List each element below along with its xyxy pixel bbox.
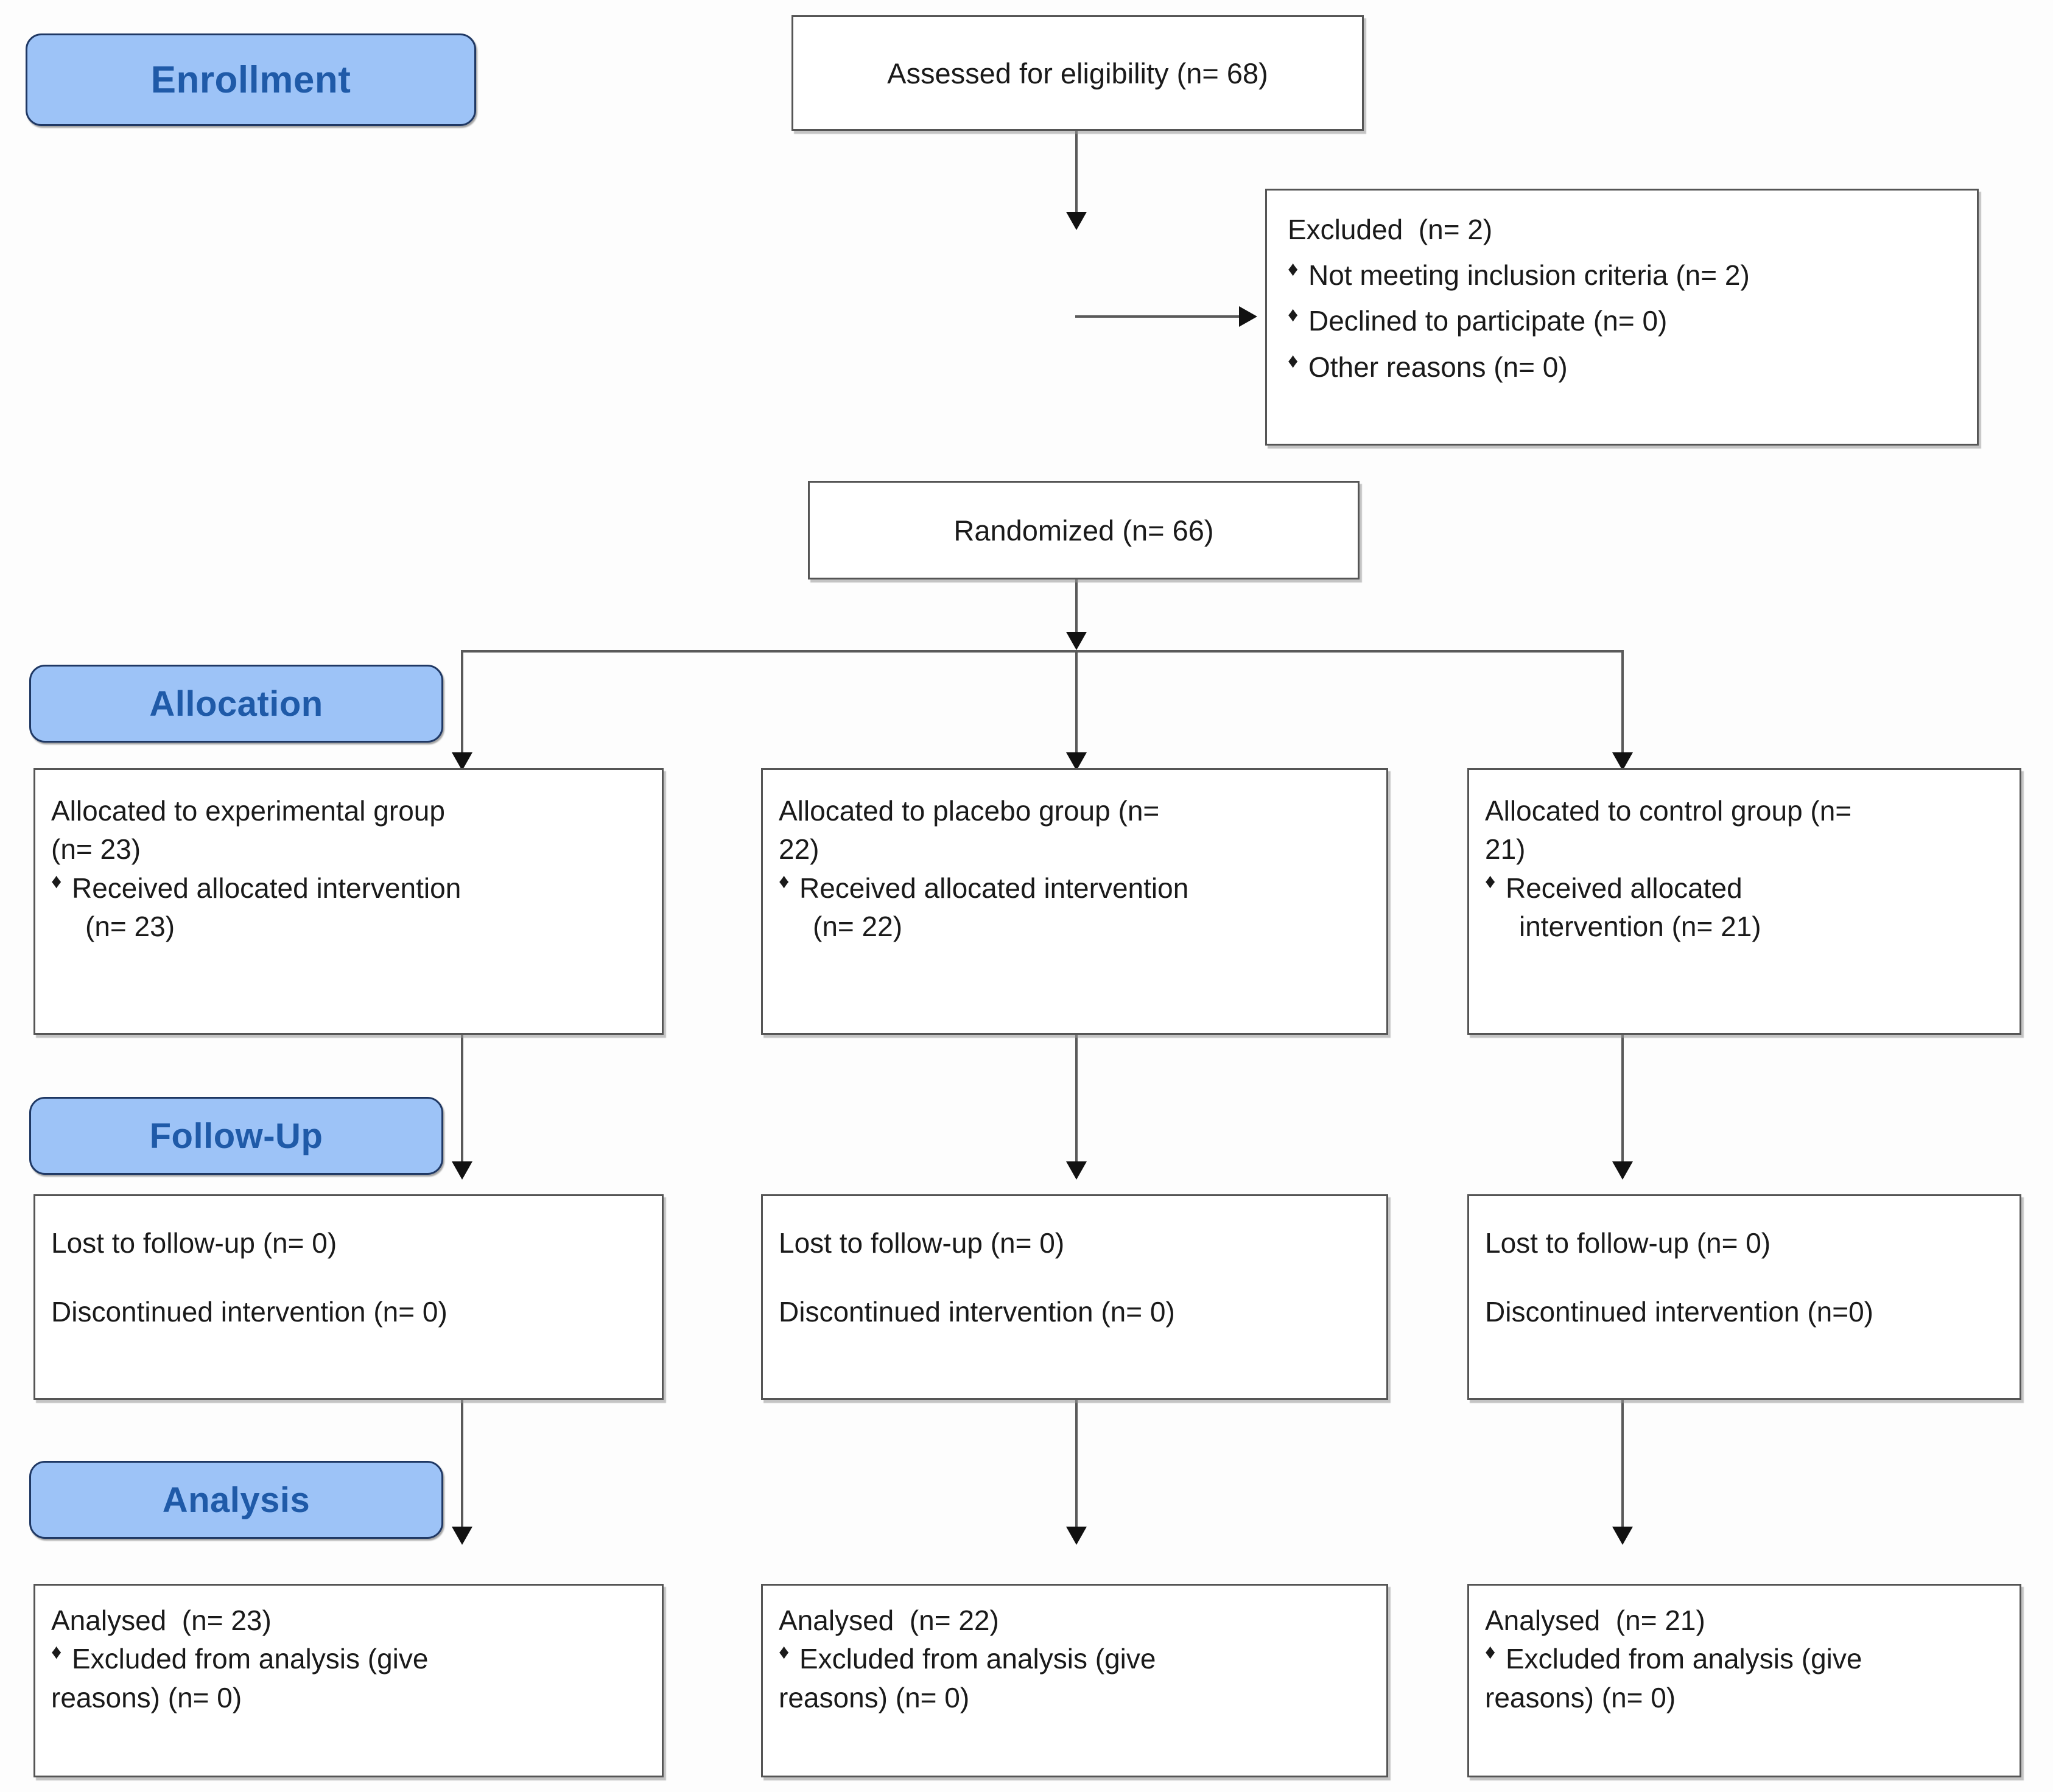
stage-badge-followup: Follow-Up xyxy=(29,1097,443,1175)
connector-randomized-to-split xyxy=(1075,578,1078,634)
diamond-bullet-icon: ♦ xyxy=(1485,1640,1496,1664)
box-allocation-experimental: Allocated to experimental group (n= 23) … xyxy=(33,768,664,1035)
box-assessed-for-eligibility: Assessed for eligibility (n= 68) xyxy=(791,15,1364,131)
connector-control-allocation-to-followup xyxy=(1621,1035,1624,1164)
analysis-experimental-bullet-cont: reasons) (n= 0) xyxy=(51,1681,242,1713)
stage-badge-enrollment-label: Enrollment xyxy=(150,58,351,101)
allocation-placebo-line-1: Allocated to placebo group (n= xyxy=(779,795,1160,827)
arrow-experimental-allocation-to-followup xyxy=(452,1161,472,1180)
connector-experimental-followup-to-analysis xyxy=(461,1400,463,1529)
allocation-experimental-line-2: (n= 23) xyxy=(51,833,141,866)
box-excluded: Excluded (n= 2) ♦ Not meeting inclusion … xyxy=(1265,189,1979,446)
analysis-experimental-analysed: Analysed (n= 23) xyxy=(51,1605,272,1636)
allocation-control-bullet-cont: intervention (n= 21) xyxy=(1519,911,1761,943)
arrow-assessed-to-randomized xyxy=(1066,212,1087,230)
box-followup-control: Lost to follow-up (n= 0) Discontinued in… xyxy=(1467,1194,2021,1400)
allocation-placebo-line-2: 22) xyxy=(779,833,819,866)
analysis-experimental-bullet: ♦ Excluded from analysis (give xyxy=(51,1640,646,1678)
diamond-bullet-icon: ♦ xyxy=(1288,257,1299,281)
followup-control-lost: Lost to follow-up (n= 0) xyxy=(1485,1227,1771,1259)
analysis-placebo-bullet-cont: reasons) (n= 0) xyxy=(779,1681,970,1713)
diamond-bullet-icon: ♦ xyxy=(1485,869,1496,893)
allocation-experimental-bullet-cont: (n= 23) xyxy=(85,911,175,943)
diamond-bullet-icon: ♦ xyxy=(779,1640,790,1664)
analysis-control-bullet: ♦ Excluded from analysis (give xyxy=(1485,1640,2004,1678)
allocation-experimental-line-1: Allocated to experimental group xyxy=(51,795,445,827)
box-allocation-control: Allocated to control group (n= 21) ♦ Rec… xyxy=(1467,768,2021,1035)
connector-split-to-placebo xyxy=(1075,650,1078,755)
connector-split-to-experimental xyxy=(461,650,463,755)
connector-control-followup-to-analysis xyxy=(1621,1400,1624,1529)
allocation-placebo-bullet: ♦ Received allocated intervention xyxy=(779,869,1370,908)
connector-trunk-to-excluded xyxy=(1075,315,1241,318)
followup-placebo-lost: Lost to follow-up (n= 0) xyxy=(779,1227,1065,1259)
connector-experimental-allocation-to-followup xyxy=(461,1035,463,1164)
allocation-control-line-2: 21) xyxy=(1485,833,1526,866)
allocation-placebo-bullet-label: Received allocated intervention xyxy=(799,872,1189,904)
split-bar-allocation xyxy=(461,650,1624,653)
arrow-control-allocation-to-followup xyxy=(1612,1161,1633,1180)
excluded-item-2: ♦ Declined to participate (n= 0) xyxy=(1288,303,1956,340)
arrow-experimental-followup-to-analysis xyxy=(452,1527,472,1545)
arrow-randomized-down xyxy=(1066,632,1087,650)
box-analysis-placebo: Analysed (n= 22) ♦ Excluded from analysi… xyxy=(761,1584,1388,1777)
box-followup-experimental: Lost to follow-up (n= 0) Discontinued in… xyxy=(33,1194,664,1400)
stage-badge-analysis: Analysis xyxy=(29,1461,443,1539)
arrow-control-followup-to-analysis xyxy=(1612,1527,1633,1545)
diamond-bullet-icon: ♦ xyxy=(51,1640,62,1664)
analysis-placebo-bullet: ♦ Excluded from analysis (give xyxy=(779,1640,1370,1678)
excluded-item-2-label: Declined to participate (n= 0) xyxy=(1308,305,1668,337)
excluded-title: Excluded (n= 2) xyxy=(1288,214,1493,245)
diamond-bullet-icon: ♦ xyxy=(1288,349,1299,373)
stage-badge-allocation: Allocation xyxy=(29,665,443,743)
allocation-control-bullet-label: Received allocated xyxy=(1506,872,1742,904)
diamond-bullet-icon: ♦ xyxy=(779,869,790,893)
box-analysis-control: Analysed (n= 21) ♦ Excluded from analysi… xyxy=(1467,1584,2021,1777)
arrow-placebo-allocation-to-followup xyxy=(1066,1161,1087,1180)
followup-control-discontinued: Discontinued intervention (n=0) xyxy=(1485,1296,1873,1328)
excluded-item-1-label: Not meeting inclusion criteria (n= 2) xyxy=(1308,259,1750,292)
analysis-experimental-bullet-label: Excluded from analysis (give xyxy=(72,1643,429,1675)
allocation-control-bullet: ♦ Received allocated xyxy=(1485,869,2004,908)
box-randomized: Randomized (n= 66) xyxy=(808,481,1360,579)
box-followup-placebo: Lost to follow-up (n= 0) Discontinued in… xyxy=(761,1194,1388,1400)
box-allocation-placebo: Allocated to placebo group (n= 22) ♦ Rec… xyxy=(761,768,1388,1035)
arrow-trunk-to-excluded xyxy=(1239,306,1257,327)
arrow-split-to-placebo xyxy=(1066,752,1087,771)
stage-badge-enrollment: Enrollment xyxy=(26,33,476,126)
diamond-bullet-icon: ♦ xyxy=(51,869,62,893)
connector-placebo-allocation-to-followup xyxy=(1075,1035,1078,1164)
analysis-control-bullet-label: Excluded from analysis (give xyxy=(1506,1643,1862,1675)
allocation-experimental-bullet: ♦ Received allocated intervention xyxy=(51,869,646,908)
connector-split-to-control xyxy=(1621,650,1624,755)
stage-badge-analysis-label: Analysis xyxy=(162,1480,311,1520)
followup-experimental-lost: Lost to follow-up (n= 0) xyxy=(51,1227,337,1259)
analysis-placebo-bullet-label: Excluded from analysis (give xyxy=(799,1643,1156,1675)
allocation-placebo-bullet-cont: (n= 22) xyxy=(813,911,903,943)
stage-badge-followup-label: Follow-Up xyxy=(149,1116,323,1156)
followup-experimental-discontinued: Discontinued intervention (n= 0) xyxy=(51,1296,447,1328)
followup-placebo-discontinued: Discontinued intervention (n= 0) xyxy=(779,1296,1175,1328)
excluded-item-1: ♦ Not meeting inclusion criteria (n= 2) xyxy=(1288,257,1956,294)
connector-assessed-to-randomized xyxy=(1075,70,1078,213)
arrow-split-to-control xyxy=(1612,752,1633,771)
randomized-text: Randomized (n= 66) xyxy=(953,514,1214,547)
arrow-split-to-experimental xyxy=(452,752,472,771)
connector-placebo-followup-to-analysis xyxy=(1075,1400,1078,1529)
excluded-item-3: ♦ Other reasons (n= 0) xyxy=(1288,349,1956,386)
arrow-placebo-followup-to-analysis xyxy=(1066,1527,1087,1545)
allocation-control-line-1: Allocated to control group (n= xyxy=(1485,795,1852,827)
analysis-placebo-analysed: Analysed (n= 22) xyxy=(779,1605,999,1636)
box-analysis-experimental: Analysed (n= 23) ♦ Excluded from analysi… xyxy=(33,1584,664,1777)
allocation-experimental-bullet-label: Received allocated intervention xyxy=(72,872,461,904)
stage-badge-allocation-label: Allocation xyxy=(149,684,323,724)
diamond-bullet-icon: ♦ xyxy=(1288,303,1299,327)
excluded-item-3-label: Other reasons (n= 0) xyxy=(1308,351,1568,383)
analysis-control-bullet-cont: reasons) (n= 0) xyxy=(1485,1681,1676,1713)
analysis-control-analysed: Analysed (n= 21) xyxy=(1485,1605,1705,1636)
assessed-for-eligibility-text: Assessed for eligibility (n= 68) xyxy=(887,57,1268,89)
